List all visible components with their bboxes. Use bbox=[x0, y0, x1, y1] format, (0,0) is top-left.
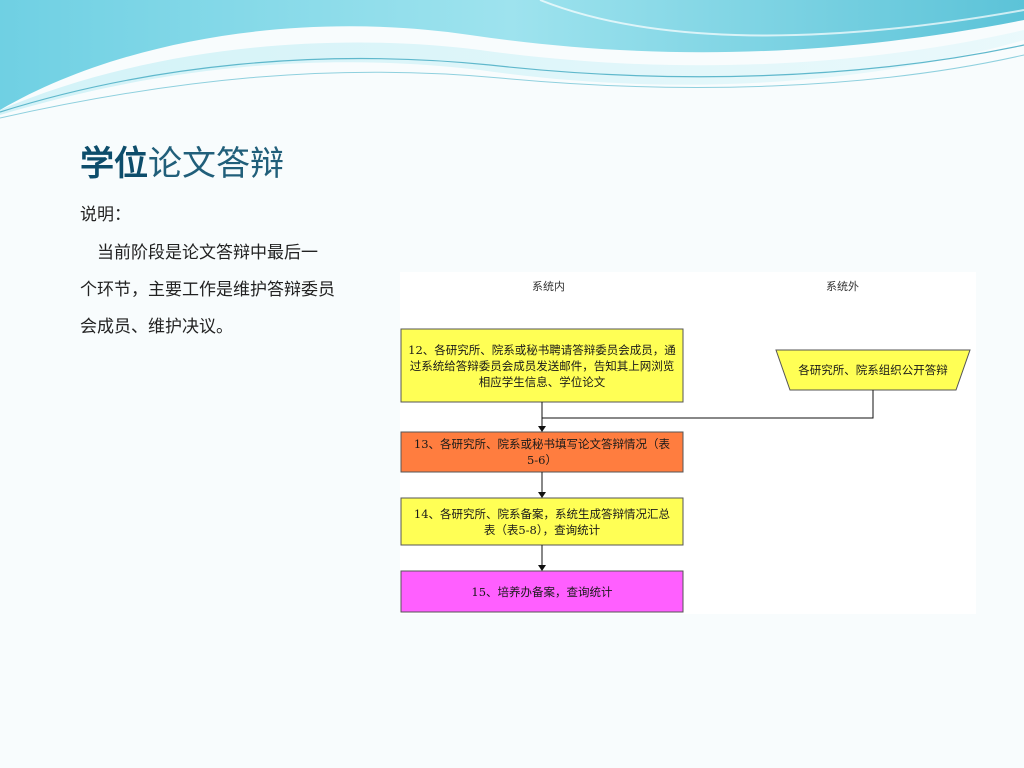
description-body: 当前阶段是论文答辩中最后一 个环节，主要工作是维护答辩委员 会成员、维护决议。 bbox=[80, 235, 380, 346]
step13-text: 13、各研究所、院系或秘书填写论文答辩情况（表5-6） bbox=[413, 437, 671, 467]
step14-text: 14、各研究所、院系备案，系统生成答辩情况汇总表（表5-8），查询统计 bbox=[413, 506, 671, 537]
connector-external-13 bbox=[542, 390, 874, 419]
step15-text: 15、培养办备案，查询统计 bbox=[471, 584, 613, 599]
column-label-outside: 系统外 bbox=[826, 280, 859, 293]
flowchart-canvas bbox=[400, 272, 976, 614]
step12-box bbox=[400, 328, 684, 403]
description-line: 会成员、维护决议。 bbox=[80, 317, 233, 337]
description-line: 个环节，主要工作是维护答辩委员 bbox=[80, 280, 335, 300]
step12-text: 12、各研究所、院系或秘书聘请答辩委员会成员，通过系统给答辩委员会成员发送邮件，… bbox=[408, 342, 676, 389]
page-title: 学位论文答辩 bbox=[80, 142, 284, 186]
arrow-head-14 bbox=[538, 492, 546, 498]
flowchart: 系统内 系统外 12、各研究所、院系或秘书聘请答辩委员会成员，通过系统给答辩委员… bbox=[400, 272, 976, 614]
arrow-head-13 bbox=[538, 426, 546, 432]
header-wave-decoration bbox=[0, 0, 1024, 119]
page-title-light: 论文答辩 bbox=[148, 144, 284, 184]
description-line: 当前阶段是论文答辩中最后一 bbox=[80, 243, 318, 263]
description-label: 说明： bbox=[80, 205, 131, 225]
step15-box bbox=[400, 570, 684, 613]
arrow-head-15 bbox=[538, 565, 546, 571]
column-label-inside: 系统内 bbox=[532, 280, 565, 293]
page-title-bold: 学位 bbox=[80, 144, 148, 184]
external-text: 各研究所、院系组织公开答辩 bbox=[798, 363, 948, 377]
external-trapezoid bbox=[775, 349, 971, 391]
step14-box bbox=[400, 497, 684, 546]
